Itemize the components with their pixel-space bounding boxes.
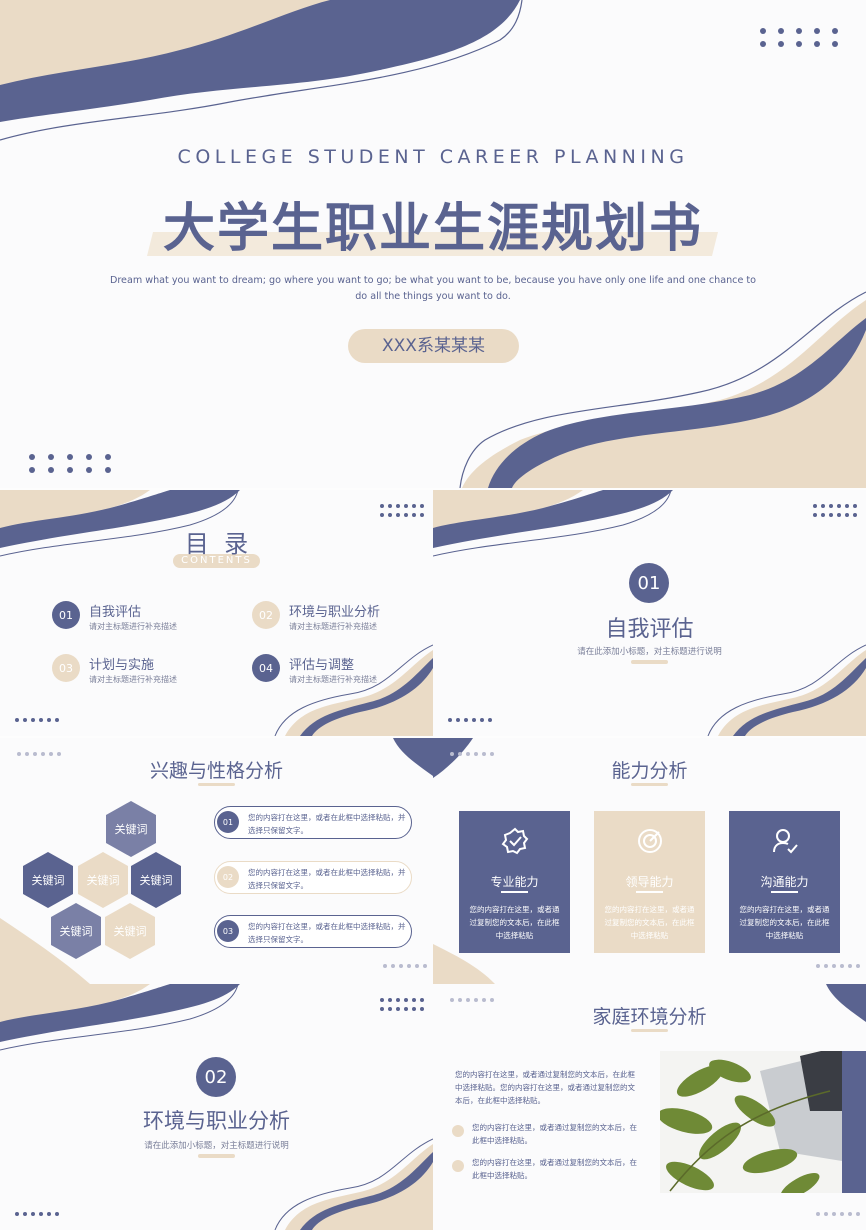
pill-line-1: 您的内容打在这里，或者在此框中选择粘贴，并 xyxy=(248,868,406,877)
toc-subtitle: CONTENTS xyxy=(181,555,252,566)
toc-item-label[interactable]: 自我评估 xyxy=(89,605,142,620)
dot-grid xyxy=(15,1212,59,1216)
dot-grid xyxy=(29,454,111,473)
toc-item-label[interactable]: 评估与调整 xyxy=(289,658,355,673)
slide-title: 家庭环境分析 xyxy=(592,1006,707,1028)
subtitle-en: COLLEGE STUDENT CAREER PLANNING xyxy=(177,146,689,168)
card-divider xyxy=(771,891,798,893)
section-desc: 请在此添加小标题，对主标题进行说明 xyxy=(577,647,722,657)
pill-line-1: 您的内容打在这里，或者在此框中选择粘贴，并 xyxy=(248,813,406,822)
toc-item-desc: 请对主标题进行补充描述 xyxy=(89,675,177,684)
title-underline xyxy=(198,783,235,786)
content-pill[interactable] xyxy=(214,806,412,839)
pill-num: 02 xyxy=(217,866,239,888)
card-title: 沟通能力 xyxy=(760,875,809,889)
bullet-dot xyxy=(452,1125,464,1137)
ability-card[interactable]: 沟通能力 您的内容打在这里，或者通过复制您的文本后，在此框中选择粘贴 xyxy=(729,811,840,953)
card-desc: 您的内容打在这里，或者通过复制您的文本后，在此框中选择粘贴 xyxy=(604,905,695,940)
pill-line-2: 选择只保留文字。 xyxy=(248,826,308,835)
slide-title: 能力分析 xyxy=(611,760,688,782)
department-badge[interactable]: XXX系某某某 xyxy=(348,329,519,363)
section-desc: 请在此添加小标题，对主标题进行说明 xyxy=(144,1141,289,1151)
slide-title: 兴趣与性格分析 xyxy=(149,760,283,782)
badge-check-icon xyxy=(501,827,529,855)
content-pill[interactable] xyxy=(214,861,412,894)
dot-grid xyxy=(383,964,427,968)
ability-slide: 能力分析 专业能力 您的内容打在这里，或者通过复制您的文本后，在此框中选择粘贴 … xyxy=(433,738,866,984)
dot-grid xyxy=(15,718,59,722)
toc-item-desc: 请对主标题进行补充描述 xyxy=(89,622,177,631)
toc-title: 目 录 xyxy=(184,530,249,558)
toc-item-desc: 请对主标题进行补充描述 xyxy=(289,622,377,631)
bullet-dot xyxy=(452,1160,464,1172)
dot-grid xyxy=(380,504,424,517)
toc-num-03: 03 xyxy=(52,654,80,682)
quote-line-2: do all the things you want to do. xyxy=(355,291,511,302)
dot-grid xyxy=(450,752,494,756)
title-underline xyxy=(631,1029,668,1032)
bullet-text: 您的内容打在这里，或者通过复制您的文本后，在此框中选择粘贴。 xyxy=(472,1158,637,1180)
ability-card[interactable]: 领导能力 您的内容打在这里，或者通过复制您的文本后，在此框中选择粘贴 xyxy=(594,811,705,953)
quote-line-1: Dream what you want to dream; go where y… xyxy=(109,275,757,286)
ability-card[interactable]: 专业能力 您的内容打在这里，或者通过复制您的文本后，在此框中选择粘贴 xyxy=(459,811,570,953)
interest-slide: 兴趣与性格分析 关键词 关键词 关键词 关键词 关键词 关键词 01 您的内容打… xyxy=(0,738,433,984)
toc-slide: 目 录 CONTENTS 01 自我评估 请对主标题进行补充描述 02 环境与职… xyxy=(0,490,433,736)
pill-num: 01 xyxy=(217,811,239,833)
toc-item-desc: 请对主标题进行补充描述 xyxy=(289,675,377,684)
pill-line-2: 选择只保留文字。 xyxy=(248,881,308,890)
dot-grid xyxy=(380,998,424,1011)
pill-num: 03 xyxy=(217,920,239,942)
title-underline xyxy=(631,783,668,786)
card-desc: 您的内容打在这里，或者通过复制您的文本后，在此框中选择粘贴 xyxy=(739,905,830,940)
main-title: 大学生职业生涯规划书 xyxy=(162,199,703,259)
wave-decoration xyxy=(0,0,866,488)
card-divider xyxy=(501,891,528,893)
card-divider xyxy=(636,891,663,893)
title-underline xyxy=(198,1154,235,1158)
pill-line-1: 您的内容打在这里，或者在此框中选择粘贴，并 xyxy=(248,922,406,931)
family-slide: 家庭环境分析 您的内容打在这里，或者通过复制您的文本后，在此框中选择粘贴。您的内… xyxy=(433,984,866,1230)
content-pill[interactable] xyxy=(214,915,412,948)
leaves-laptop-photo xyxy=(660,1051,842,1193)
dot-grid xyxy=(760,28,838,47)
photo-side-bar xyxy=(842,1051,866,1193)
section-number: 02 xyxy=(196,1057,236,1097)
section-title: 环境与职业分析 xyxy=(143,1109,290,1133)
wave-decoration xyxy=(0,984,433,1230)
user-check-icon xyxy=(773,829,798,854)
wave-decoration xyxy=(0,738,433,984)
cover-slide: COLLEGE STUDENT CAREER PLANNING 大学生职业生涯规… xyxy=(0,0,866,488)
dot-grid xyxy=(450,998,494,1002)
section-01-slide: 01 自我评估 请在此添加小标题，对主标题进行说明 xyxy=(433,490,866,736)
wave-decoration xyxy=(433,490,866,736)
section-number: 01 xyxy=(629,563,669,603)
toc-num-01: 01 xyxy=(52,601,80,629)
dot-grid xyxy=(816,964,860,968)
dot-grid xyxy=(448,718,492,722)
dot-grid xyxy=(813,504,857,517)
dot-grid xyxy=(816,1212,860,1216)
toc-num-04: 04 xyxy=(252,654,280,682)
target-icon xyxy=(638,829,662,853)
family-paragraph: 您的内容打在这里，或者通过复制您的文本后，在此框中选择粘贴。您的内容打在这里，或… xyxy=(455,1070,635,1105)
pill-line-2: 选择只保留文字。 xyxy=(248,935,308,944)
card-title: 领导能力 xyxy=(625,875,674,889)
section-title: 自我评估 xyxy=(605,617,694,642)
bullet-text: 您的内容打在这里，或者通过复制您的文本后，在此框中选择粘贴。 xyxy=(472,1123,637,1145)
dot-grid xyxy=(17,752,61,756)
section-02-slide: 02 环境与职业分析 请在此添加小标题，对主标题进行说明 xyxy=(0,984,433,1230)
card-title: 专业能力 xyxy=(490,875,539,889)
toc-num-02: 02 xyxy=(252,601,280,629)
wave-decoration xyxy=(826,984,866,1022)
title-underline xyxy=(631,660,668,664)
card-desc: 您的内容打在这里，或者通过复制您的文本后，在此框中选择粘贴 xyxy=(469,905,560,940)
toc-item-label[interactable]: 环境与职业分析 xyxy=(289,605,381,620)
toc-subtitle-bg xyxy=(173,554,260,568)
wave-decoration xyxy=(433,738,495,984)
wave-decoration xyxy=(0,490,433,736)
toc-item-label[interactable]: 计划与实施 xyxy=(89,658,155,673)
